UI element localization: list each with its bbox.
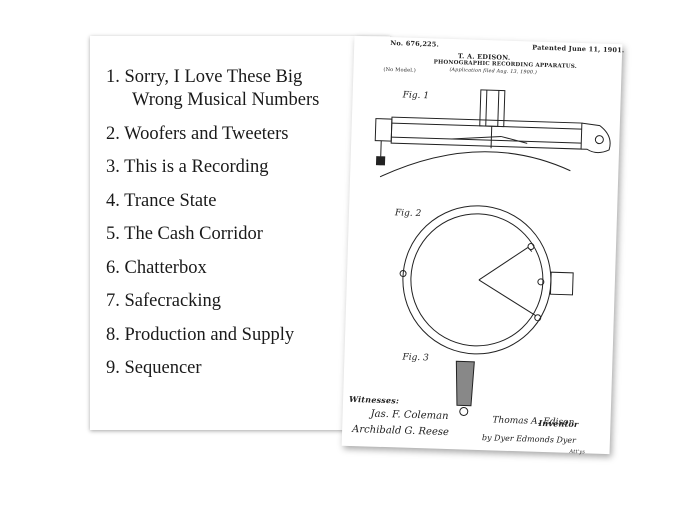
signature-witness2: Archibald G. Reese (351, 424, 449, 438)
track-title: 7. Safecracking (106, 291, 222, 311)
tracklist-card (90, 36, 390, 430)
track-title: 5. The Cash Corridor (106, 224, 263, 244)
signature-witness1: Jas. F. Coleman (368, 409, 448, 423)
track-item: 7. Safecracking (106, 290, 366, 313)
fig1-label: Fig. 1 (402, 90, 430, 101)
patent-sheet-note: Att'ys (569, 448, 586, 456)
tracklist: 1. Sorry, I Love These Big Wrong Musical… (106, 66, 366, 391)
track-title: 9. Sequencer (106, 358, 202, 378)
track-title-line2: Wrong Musical Numbers (132, 90, 320, 110)
track-title: 4. Trance State (106, 190, 217, 211)
track-title: 8. Production and Supply (106, 324, 295, 345)
fig1-drawing (374, 89, 611, 178)
track-item: 5. The Cash Corridor (106, 223, 366, 246)
track-title: 6. Chatterbox (106, 257, 207, 278)
fig2-drawing (399, 205, 574, 355)
track-item: 9. Sequencer (106, 357, 366, 380)
track-item: 4. Trance State (106, 190, 366, 213)
track-title-line1: 1. Sorry, I Love These Big (106, 67, 303, 87)
fig3-drawing (455, 360, 475, 417)
fig3-label: Fig. 3 (401, 353, 429, 364)
signatures: Jas. F. Coleman Archibald G. Reese Thoma… (351, 409, 577, 446)
track-item: 2. Woofers and Tweeters (106, 123, 366, 146)
track-item: 3. This is a Recording (106, 156, 366, 179)
track-item: 8. Production and Supply (106, 324, 366, 347)
track-item: 6. Chatterbox (106, 257, 366, 280)
signature-inventor: Thomas A. Edison (492, 415, 574, 428)
patent-figures: Fig. 1 Fig. 2 (351, 89, 611, 446)
track-item: 1. Sorry, I Love These Big Wrong Musical… (106, 66, 366, 112)
patent-drawing: No. 676,225. Patented June 11, 1901. T. … (341, 35, 624, 456)
track-title: 2. Woofers and Tweeters (106, 123, 289, 144)
patent-inventor-label: Inventor (538, 417, 579, 430)
patent-witnesses-label: Witnesses: (348, 393, 400, 406)
track-title: 3. This is a Recording (106, 157, 269, 177)
fig2-label: Fig. 2 (394, 208, 422, 219)
signature-by: by Dyer Edmonds Dyer (482, 433, 577, 445)
